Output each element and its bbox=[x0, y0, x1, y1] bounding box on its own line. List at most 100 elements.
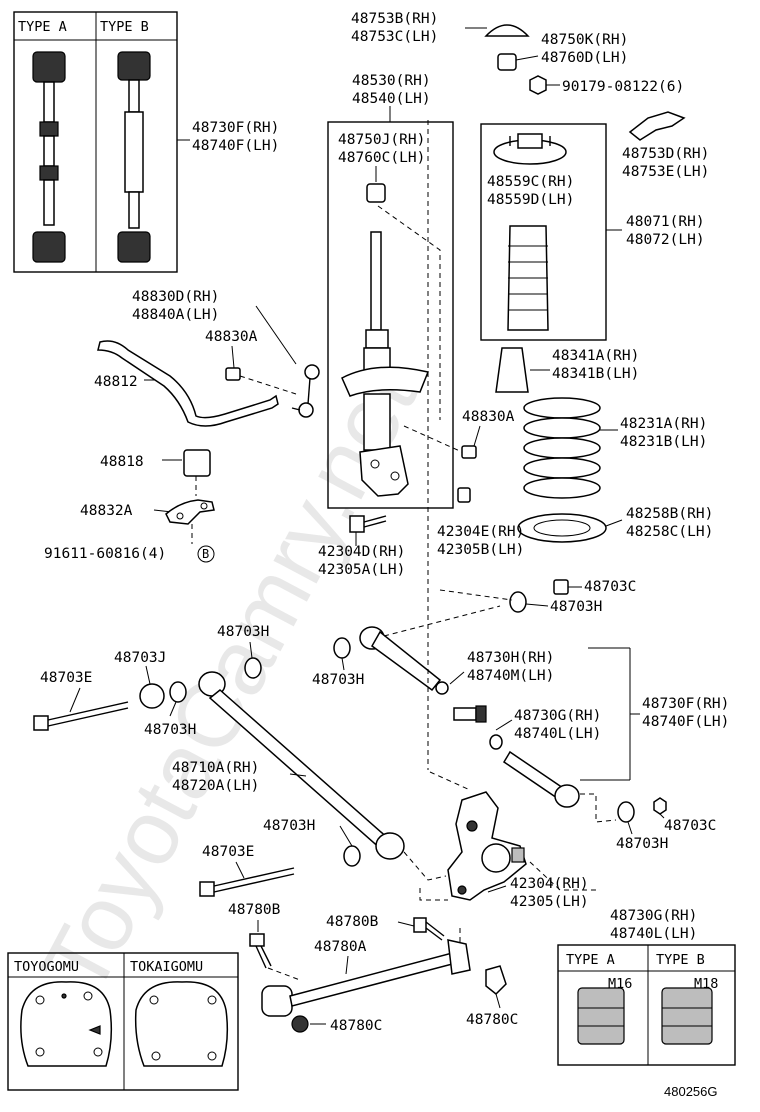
label-48753b: 48753B(RH) bbox=[351, 11, 438, 27]
label-48832a: 48832A bbox=[80, 503, 133, 519]
arm-washer-3-icon bbox=[333, 637, 351, 659]
arm-nut-2-icon bbox=[653, 797, 667, 815]
label-48730g-mid: 48730G(RH) bbox=[514, 708, 601, 724]
label-48231a: 48231A(RH) bbox=[620, 416, 707, 432]
long-bolt-1-icon bbox=[33, 701, 129, 731]
label-42304e: 42304E(RH) bbox=[437, 524, 524, 540]
label-48703h-1: 48703H bbox=[550, 599, 602, 615]
tokaigomu-mount-icon bbox=[134, 981, 229, 1067]
label-48703e-2: 48703E bbox=[202, 844, 254, 860]
label-48710a: 48710A(RH) bbox=[172, 760, 259, 776]
label-48703j: 48703J bbox=[114, 650, 166, 666]
label-48703h-3: 48703H bbox=[312, 672, 364, 688]
upper-mount-icon bbox=[493, 133, 567, 165]
label-48730f-mid: 48730F(RH) bbox=[642, 696, 729, 712]
shock-nut-icon bbox=[366, 183, 386, 203]
label-48258c: 48258C(LH) bbox=[626, 524, 713, 540]
label-90179: 90179-08122(6) bbox=[562, 79, 684, 95]
label-48730f-top: 48730F(RH) bbox=[192, 120, 279, 136]
shock-absorber-icon bbox=[341, 231, 430, 497]
label-48720a: 48720A(LH) bbox=[172, 778, 259, 794]
label-48703h-6: 48703H bbox=[616, 836, 668, 852]
inset-toyogomu-label: TOYOGOMU bbox=[14, 959, 79, 975]
label-48703c-2: 48703C bbox=[664, 818, 716, 834]
label-48740f-top: 48740F(LH) bbox=[192, 138, 279, 154]
label-48071: 48071(RH) bbox=[626, 214, 705, 230]
arm-washer-1-icon bbox=[509, 591, 527, 613]
strut-rod-bolt-1-icon bbox=[249, 933, 272, 969]
label-48559d: 48559D(LH) bbox=[487, 192, 574, 208]
label-48760c: 48760C(LH) bbox=[338, 150, 425, 166]
label-91611: 91611-60816(4) bbox=[44, 546, 166, 562]
label-48780c-1: 48780C bbox=[330, 1018, 382, 1034]
adjuster-nut-icon bbox=[489, 734, 503, 750]
inset-bottom-left: TOYOGOMU TOKAIGOMU bbox=[7, 952, 239, 1091]
flange-nut-icon bbox=[529, 75, 547, 95]
label-48703e-1: 48703E bbox=[40, 670, 92, 686]
upper-control-arm-icon bbox=[359, 626, 449, 695]
lower-control-arm-icon bbox=[198, 671, 405, 860]
label-48830a-2: 48830A bbox=[462, 409, 515, 425]
inset-tokaigomu-label: TOKAIGOMU bbox=[130, 959, 203, 975]
label-48740l-mid: 48740L(LH) bbox=[514, 726, 601, 742]
strut-bolt-icon bbox=[349, 515, 387, 533]
stabilizer-link-icon bbox=[291, 364, 320, 418]
label-48540: 48540(LH) bbox=[352, 91, 431, 107]
inset-br-type-b-label: TYPE B bbox=[656, 952, 705, 968]
bushing-icon bbox=[183, 449, 211, 477]
label-48703h-2: 48703H bbox=[217, 624, 269, 640]
bump-stop-icon bbox=[495, 347, 529, 393]
lower-arm-rod-icon bbox=[502, 750, 580, 808]
label-48072: 48072(LH) bbox=[626, 232, 705, 248]
label-48730g-bot: 48730G(RH) bbox=[610, 908, 697, 924]
label-48760d: 48760D(LH) bbox=[541, 50, 628, 66]
bracket-icon bbox=[628, 111, 686, 141]
mount-box bbox=[480, 123, 607, 341]
inset-type-b-label: TYPE B bbox=[100, 19, 149, 35]
rod-type-b-icon bbox=[117, 51, 151, 263]
coil-spring-icon bbox=[523, 397, 601, 499]
label-48840a: 48840A(LH) bbox=[132, 307, 219, 323]
label-42305a: 42305A(LH) bbox=[318, 562, 405, 578]
label-48780b-1: 48780B bbox=[228, 902, 281, 918]
label-48341b: 48341B(LH) bbox=[552, 366, 639, 382]
label-48530: 48530(RH) bbox=[352, 73, 431, 89]
label-48830d: 48830D(RH) bbox=[132, 289, 219, 305]
arm-washer-5-icon bbox=[343, 845, 361, 867]
label-48753d: 48753D(RH) bbox=[622, 146, 709, 162]
label-48258b: 48258B(RH) bbox=[626, 506, 713, 522]
label-48830a-1: 48830A bbox=[205, 329, 258, 345]
steering-knuckle-icon bbox=[447, 791, 527, 901]
strut-cap-icon bbox=[484, 24, 530, 37]
strut-nut-icon bbox=[497, 53, 517, 71]
arm-nut-1-icon bbox=[553, 579, 569, 595]
label-48703h-5: 48703H bbox=[263, 818, 315, 834]
inset-type-a-label: TYPE A bbox=[18, 19, 67, 35]
label-48753e: 48753E(LH) bbox=[622, 164, 709, 180]
nut-m16-icon bbox=[577, 987, 625, 1045]
label-48740m: 48740M(LH) bbox=[467, 668, 554, 684]
strut-lower-nut-icon bbox=[457, 487, 471, 503]
label-48730h: 48730H(RH) bbox=[467, 650, 554, 666]
long-bolt-2-icon bbox=[199, 867, 295, 897]
label-48341a: 48341A(RH) bbox=[552, 348, 639, 364]
label-48818: 48818 bbox=[100, 454, 144, 470]
adjuster-bolt-icon bbox=[453, 705, 487, 723]
label-48703c-1: 48703C bbox=[584, 579, 636, 595]
arm-washer-6-icon bbox=[617, 801, 635, 823]
label-48750k: 48750K(RH) bbox=[541, 32, 628, 48]
toyogomu-mount-icon bbox=[20, 981, 113, 1067]
label-48750j: 48750J(RH) bbox=[338, 132, 425, 148]
diagram-id: 480256G bbox=[664, 1084, 718, 1099]
label-42305: 42305(LH) bbox=[510, 894, 589, 910]
dust-boot-icon bbox=[507, 225, 549, 331]
cam-plate-icon bbox=[139, 683, 165, 709]
link-nut-icon bbox=[225, 367, 241, 381]
rod-type-a-icon bbox=[32, 51, 66, 263]
link-nut-right-icon bbox=[461, 445, 477, 459]
label-91611-mark: B bbox=[202, 547, 209, 561]
shock-absorber-box bbox=[327, 121, 454, 509]
label-42305b: 42305B(LH) bbox=[437, 542, 524, 558]
